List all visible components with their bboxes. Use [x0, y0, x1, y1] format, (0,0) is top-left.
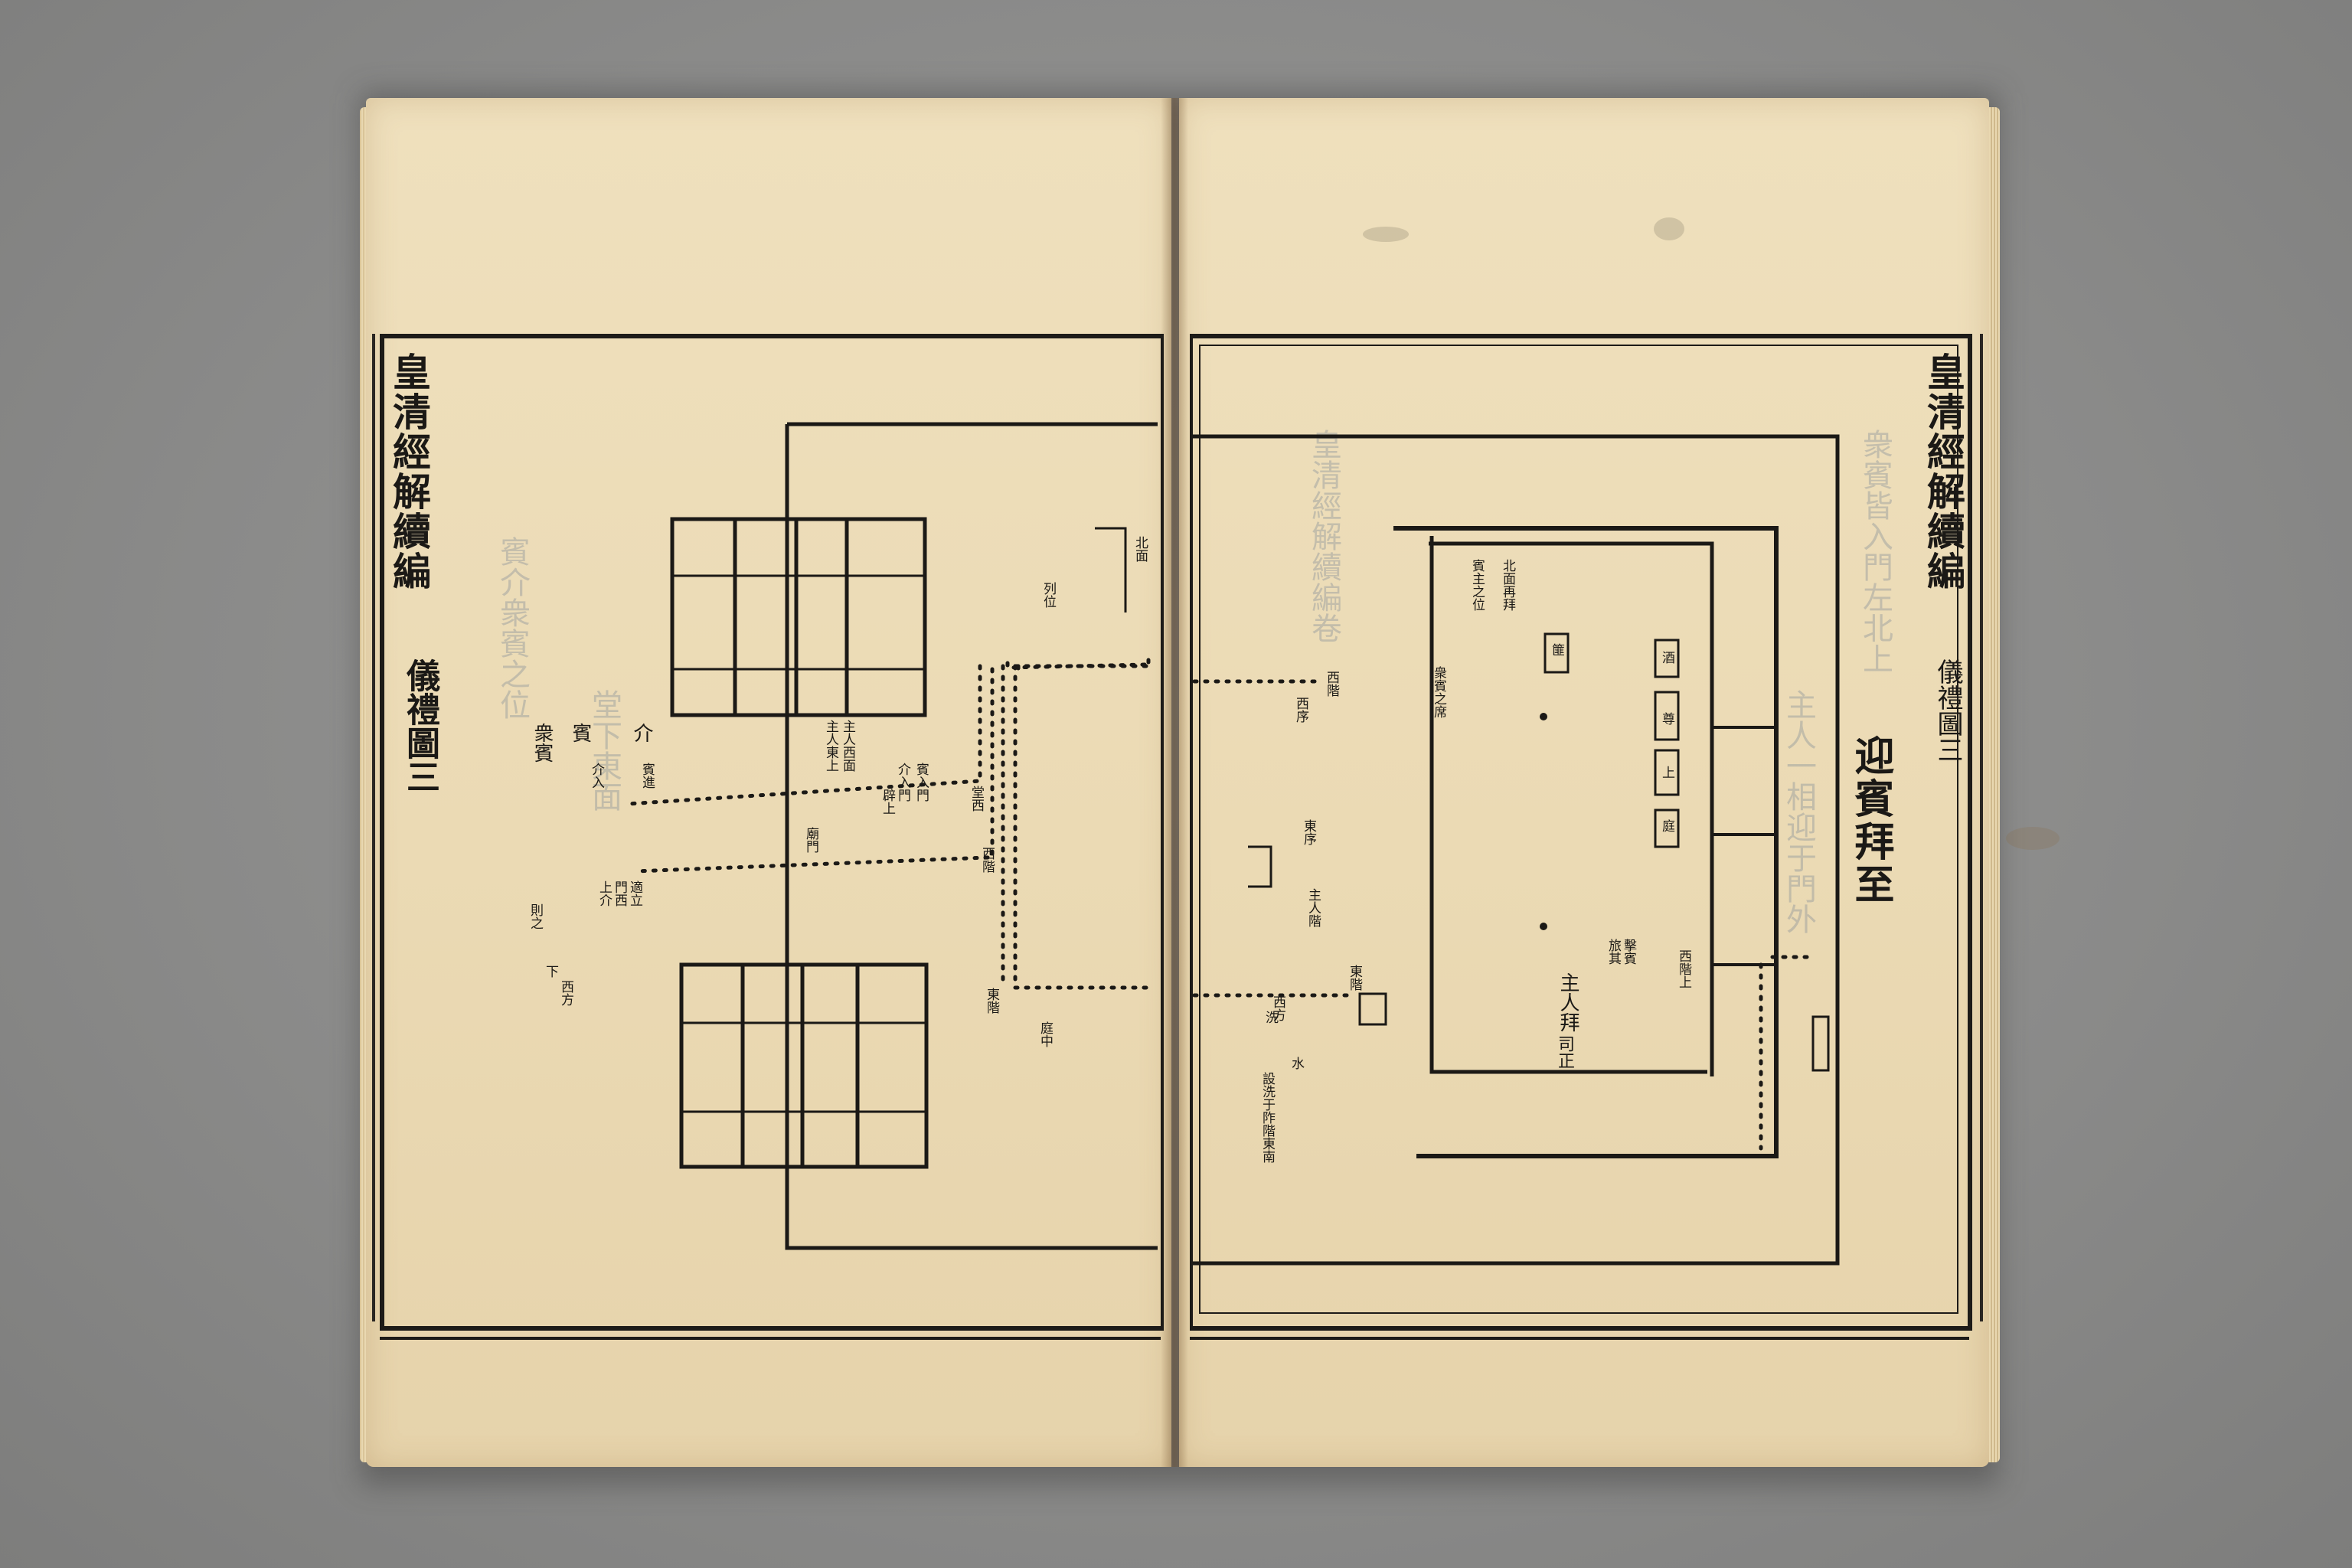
label-xi-jie: 西階 [979, 847, 995, 873]
label-dong-xu: 東序 [1301, 819, 1316, 845]
stain [1654, 217, 1684, 240]
label-shang-jie: 上介 [596, 880, 612, 906]
label-dong-ji: 東階 [1347, 965, 1362, 991]
show-through-text: 賓介衆賓之位 [495, 536, 530, 720]
label-men-xi: 門西 [612, 880, 627, 906]
left-margin-section: 儀禮圖三 [400, 658, 439, 793]
diagram-title: 迎賓拜至 [1847, 735, 1894, 906]
label-bin-jin: 賓進 [639, 763, 655, 789]
label-dong-jie: 東階 [984, 988, 999, 1014]
label-zhu-ren-note-a: 主人東上 [823, 720, 838, 772]
label-xi-xu: 西序 [1293, 697, 1308, 723]
right-inner-frame [1199, 345, 1958, 1314]
label-bian-shang: 辟上 [880, 789, 895, 815]
show-through-text: 皇清經解續編卷 [1306, 429, 1341, 643]
label-jie-note: 介入 [589, 763, 604, 789]
label-xi-fang: 西方 [558, 980, 573, 1006]
label-ting-note: 庭中 [1037, 1021, 1053, 1047]
label-lu-qi: 旅其 [1606, 939, 1621, 965]
label-zhong-bin: 衆賓 [531, 723, 554, 763]
label-lie-note: 列位 [1040, 582, 1056, 608]
label-zhu-ren-jie: 主人階 [1305, 888, 1321, 927]
left-bottom-rule [380, 1337, 1161, 1340]
show-through-text: 衆賓皆入門左北上 [1857, 429, 1893, 674]
right-margin-title: 皇清經解續編 [1921, 352, 1966, 591]
label-xi: 洗 [1263, 1011, 1278, 1024]
label-jie: 介 [630, 723, 653, 743]
label-xi-fang: 西方 [1270, 995, 1285, 1021]
label-shi-li: 適立 [627, 880, 642, 906]
label-bei-note: 北面 [1132, 536, 1148, 562]
label-miao-men: 廟門 [803, 827, 818, 853]
book-gutter [1161, 98, 1188, 1467]
right-page [1179, 98, 1989, 1467]
left-frame [380, 334, 1164, 1331]
right-margin-section: 儀禮圖三 [1932, 658, 1963, 763]
label-ze-zhi: 則之 [528, 903, 543, 929]
label-zun: 尊 [1659, 712, 1674, 725]
label-bin-ru-men: 賓入門 [913, 763, 929, 802]
label-jiu: 酒 [1659, 651, 1674, 664]
label-xi-ji: 西階 [1324, 671, 1339, 697]
label-bei-note: 北面再拜 [1500, 559, 1515, 611]
label-zhong-bin-note: 衆賓之席 [1431, 666, 1446, 718]
label-zhu-ren-note-b: 主人西面 [840, 720, 855, 772]
label-ji-bin: 擊賓 [1621, 939, 1636, 965]
label-bin: 賓 [569, 723, 592, 743]
right-bottom-rule [1190, 1337, 1969, 1340]
left-margin-title: 皇清經解續編 [387, 352, 432, 591]
right-frame [1190, 334, 1972, 1331]
label-bin-zhu-note: 賓主之位 [1469, 559, 1485, 611]
stain [2006, 827, 2060, 850]
label-ting: 庭 [1659, 819, 1674, 832]
label-zhu-ren-bai: 主人拜 [1557, 972, 1579, 1032]
label-xi-jie-note: 西階上 [1676, 949, 1691, 988]
label-fei: 篚 [1549, 643, 1564, 656]
label-shui: 水 [1289, 1057, 1304, 1070]
show-through-text: 堂下東面 [586, 689, 622, 812]
stain [1363, 227, 1409, 242]
show-through-text: 主人一相迎于門外 [1781, 689, 1816, 934]
left-page [366, 98, 1171, 1467]
label-si-zheng: 司正 [1555, 1035, 1574, 1069]
label-tang-xi: 堂西 [969, 786, 984, 812]
label-shang: 上 [1659, 766, 1674, 779]
label-jie-ru-men: 介入門 [895, 763, 910, 802]
label-xi-xi-note: 設洗于阼階東南 [1259, 1072, 1275, 1163]
label-xia: 下 [543, 965, 558, 978]
